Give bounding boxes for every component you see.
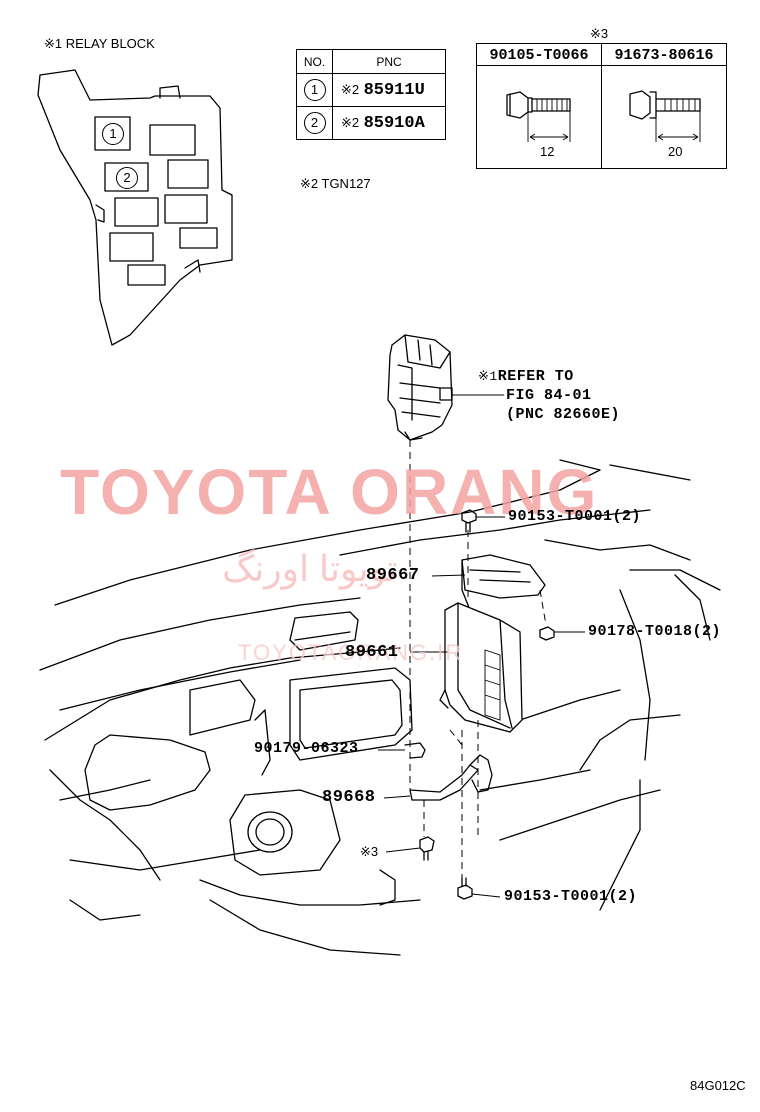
part-label-bracket-89668: 89668 (322, 788, 376, 807)
pnc-row-2-pnc-cell: ※2 85910A (332, 106, 446, 140)
leader-lines (378, 394, 585, 898)
relay-block-drawing (37, 69, 233, 346)
pnc-table: NO. PNC 1 ※2 85911U 2 ※2 85910A (296, 49, 446, 140)
refer-callout-pnc: (PNC 82660E) (506, 406, 621, 423)
part-label-bolt-top: 90153-T0001(2) (508, 508, 642, 525)
relay-slot-2-label: 2 (116, 167, 138, 189)
pnc-table-row: 1 ※2 85911U (296, 73, 446, 107)
pnc-table-header-pnc: PNC (332, 49, 446, 74)
figure-code: 84G012C (690, 1078, 746, 1093)
watermark-brand: TOYOTA ORANG (60, 456, 599, 528)
refer-callout: ※1REFER TO (478, 368, 574, 385)
bolt-table-marker: ※3 (590, 26, 609, 41)
part-label-bolt-bottom: 90153-T0001(2) (504, 888, 638, 905)
part-label-ecu-89661: 89661 (345, 643, 399, 662)
bolt-1-drawing-cell (476, 65, 602, 169)
bolt-2-part-number: 91673-80616 (601, 43, 727, 66)
pnc-table-header-no: NO. (296, 49, 333, 74)
bolt-table: 90105-T0066 91673-80616 (476, 43, 727, 169)
part-label-clip: 90179-06323 (254, 740, 359, 757)
bolt-1-part-number: 90105-T0066 (476, 43, 602, 66)
bracket-89668-drawing (404, 742, 493, 801)
bracket-89667-drawing (461, 554, 546, 611)
bolt-2-drawing-cell (601, 65, 727, 169)
relay-block-assembly-drawing (387, 334, 453, 441)
dashboard-drawing (39, 459, 721, 956)
pnc-table-row: 2 ※2 85910A (296, 106, 446, 140)
bolt-2-length: 20 (668, 144, 683, 159)
ecu-89661-drawing (439, 602, 523, 733)
part-label-nut: 90178-T0018(2) (588, 623, 722, 640)
watermark-url: TOYOTAORANG.IR (238, 640, 464, 665)
bolt-1-length: 12 (540, 144, 555, 159)
note-2: ※2 TGN127 (300, 176, 371, 191)
pnc-row-1-pnc-cell: ※2 85911U (332, 73, 446, 107)
part-label-screw-marker: ※3 (360, 844, 379, 859)
refer-callout-fig: FIG 84-01 (506, 387, 592, 404)
relay-block-title: ※1 RELAY BLOCK (44, 36, 155, 51)
watermark-persian: تویوتا اورنگ (222, 548, 398, 589)
pnc-row-1-no-cell: 1 (296, 73, 333, 107)
assembly-dashed-lines (409, 440, 547, 880)
part-label-bracket-89667: 89667 (366, 566, 420, 585)
pnc-row-2-no-cell: 2 (296, 106, 333, 140)
relay-slot-1-label: 1 (102, 123, 124, 145)
